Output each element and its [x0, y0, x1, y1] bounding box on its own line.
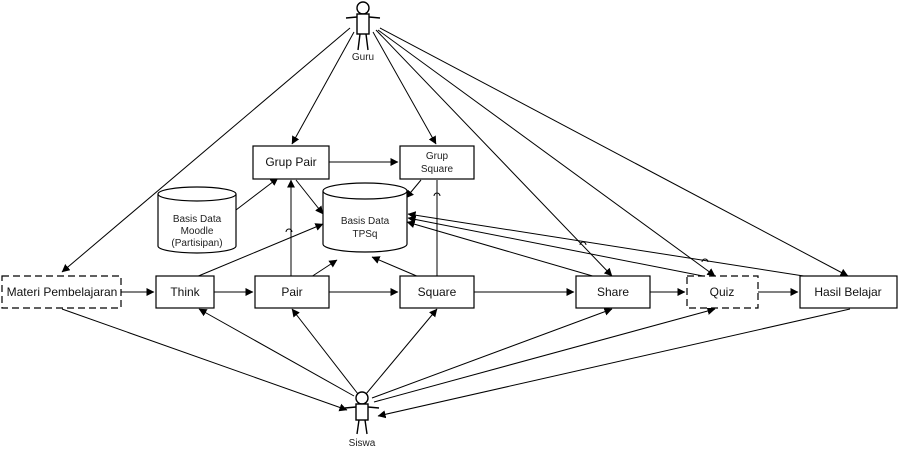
guru-label: Guru	[352, 52, 374, 63]
edge-pair-tpsq	[310, 259, 338, 278]
edge-siswa-think	[198, 308, 355, 397]
line-jump-2	[433, 192, 441, 197]
edge-siswa-quiz	[373, 307, 716, 403]
edge-guru-gruppair	[291, 31, 355, 145]
process-square: Square	[399, 275, 475, 309]
edge-guru-quiz	[377, 29, 716, 277]
process-grup-square: Grup Square	[399, 145, 475, 180]
process-hasil: Hasil Belajar	[799, 275, 898, 309]
line-jump-4	[701, 258, 709, 263]
edge-materi-siswa	[61, 308, 348, 412]
line-jump-3	[579, 241, 587, 246]
edge-guru-hasil	[379, 27, 849, 277]
actor-siswa: Siswa	[344, 391, 380, 449]
tpsq-label-line1: Basis Data	[341, 216, 390, 227]
siswa-stick-figure-icon	[344, 391, 380, 435]
edge-hasil-tpsq	[407, 211, 811, 278]
actor-guru: Guru	[345, 1, 381, 63]
share-label: Share	[597, 285, 629, 299]
process-think: Think	[155, 275, 215, 309]
grup-square-label-line2: Square	[421, 164, 454, 175]
process-pair: Pair	[254, 275, 330, 309]
edge-guru-share	[375, 29, 613, 277]
tpsq-label-line2: TPSq	[352, 229, 377, 240]
datastore-moodle: Basis Data Moodle (Partisipan)	[157, 186, 237, 254]
materi-label: Materi Pembelajaran	[7, 285, 118, 299]
process-materi: Materi Pembelajaran	[1, 275, 122, 309]
edge-gruppair-tpsq	[295, 179, 324, 215]
edge-hasil-siswa	[377, 308, 851, 419]
think-label: Think	[170, 285, 200, 299]
hasil-label: Hasil Belajar	[814, 285, 881, 299]
process-grup-pair: Grup Pair	[252, 145, 330, 180]
guru-stick-figure-icon	[345, 1, 381, 51]
pair-label: Pair	[281, 285, 302, 299]
line-jump-1	[285, 228, 293, 233]
moodle-label-line2: Moodle	[181, 226, 214, 237]
edge-grupsquare-tpsq	[405, 179, 422, 199]
edge-siswa-share	[371, 307, 613, 399]
moodle-label-line3: (Partisipan)	[171, 238, 222, 249]
square-label: Square	[418, 285, 457, 299]
edge-guru-grupsquare	[372, 31, 437, 145]
edge-guru-materi	[61, 27, 351, 273]
process-quiz: Quiz	[686, 275, 759, 309]
grup-square-label-line1: Grup	[426, 151, 449, 162]
edge-siswa-pair	[291, 308, 359, 395]
siswa-label: Siswa	[349, 438, 376, 449]
moodle-label-line1: Basis Data	[173, 214, 222, 225]
grup-pair-label: Grup Pair	[265, 155, 316, 169]
datastore-tpsq: Basis Data TPSq	[322, 182, 408, 253]
process-share: Share	[575, 275, 651, 309]
edges	[61, 27, 851, 419]
edge-think-tpsq	[195, 223, 324, 278]
edge-square-tpsq	[371, 256, 420, 278]
edge-share-tpsq	[406, 220, 597, 278]
edge-quiz-tpsq	[407, 215, 709, 278]
quiz-label: Quiz	[710, 285, 735, 299]
edge-siswa-square	[365, 308, 438, 395]
edge-moodle-gruppair	[235, 177, 279, 211]
